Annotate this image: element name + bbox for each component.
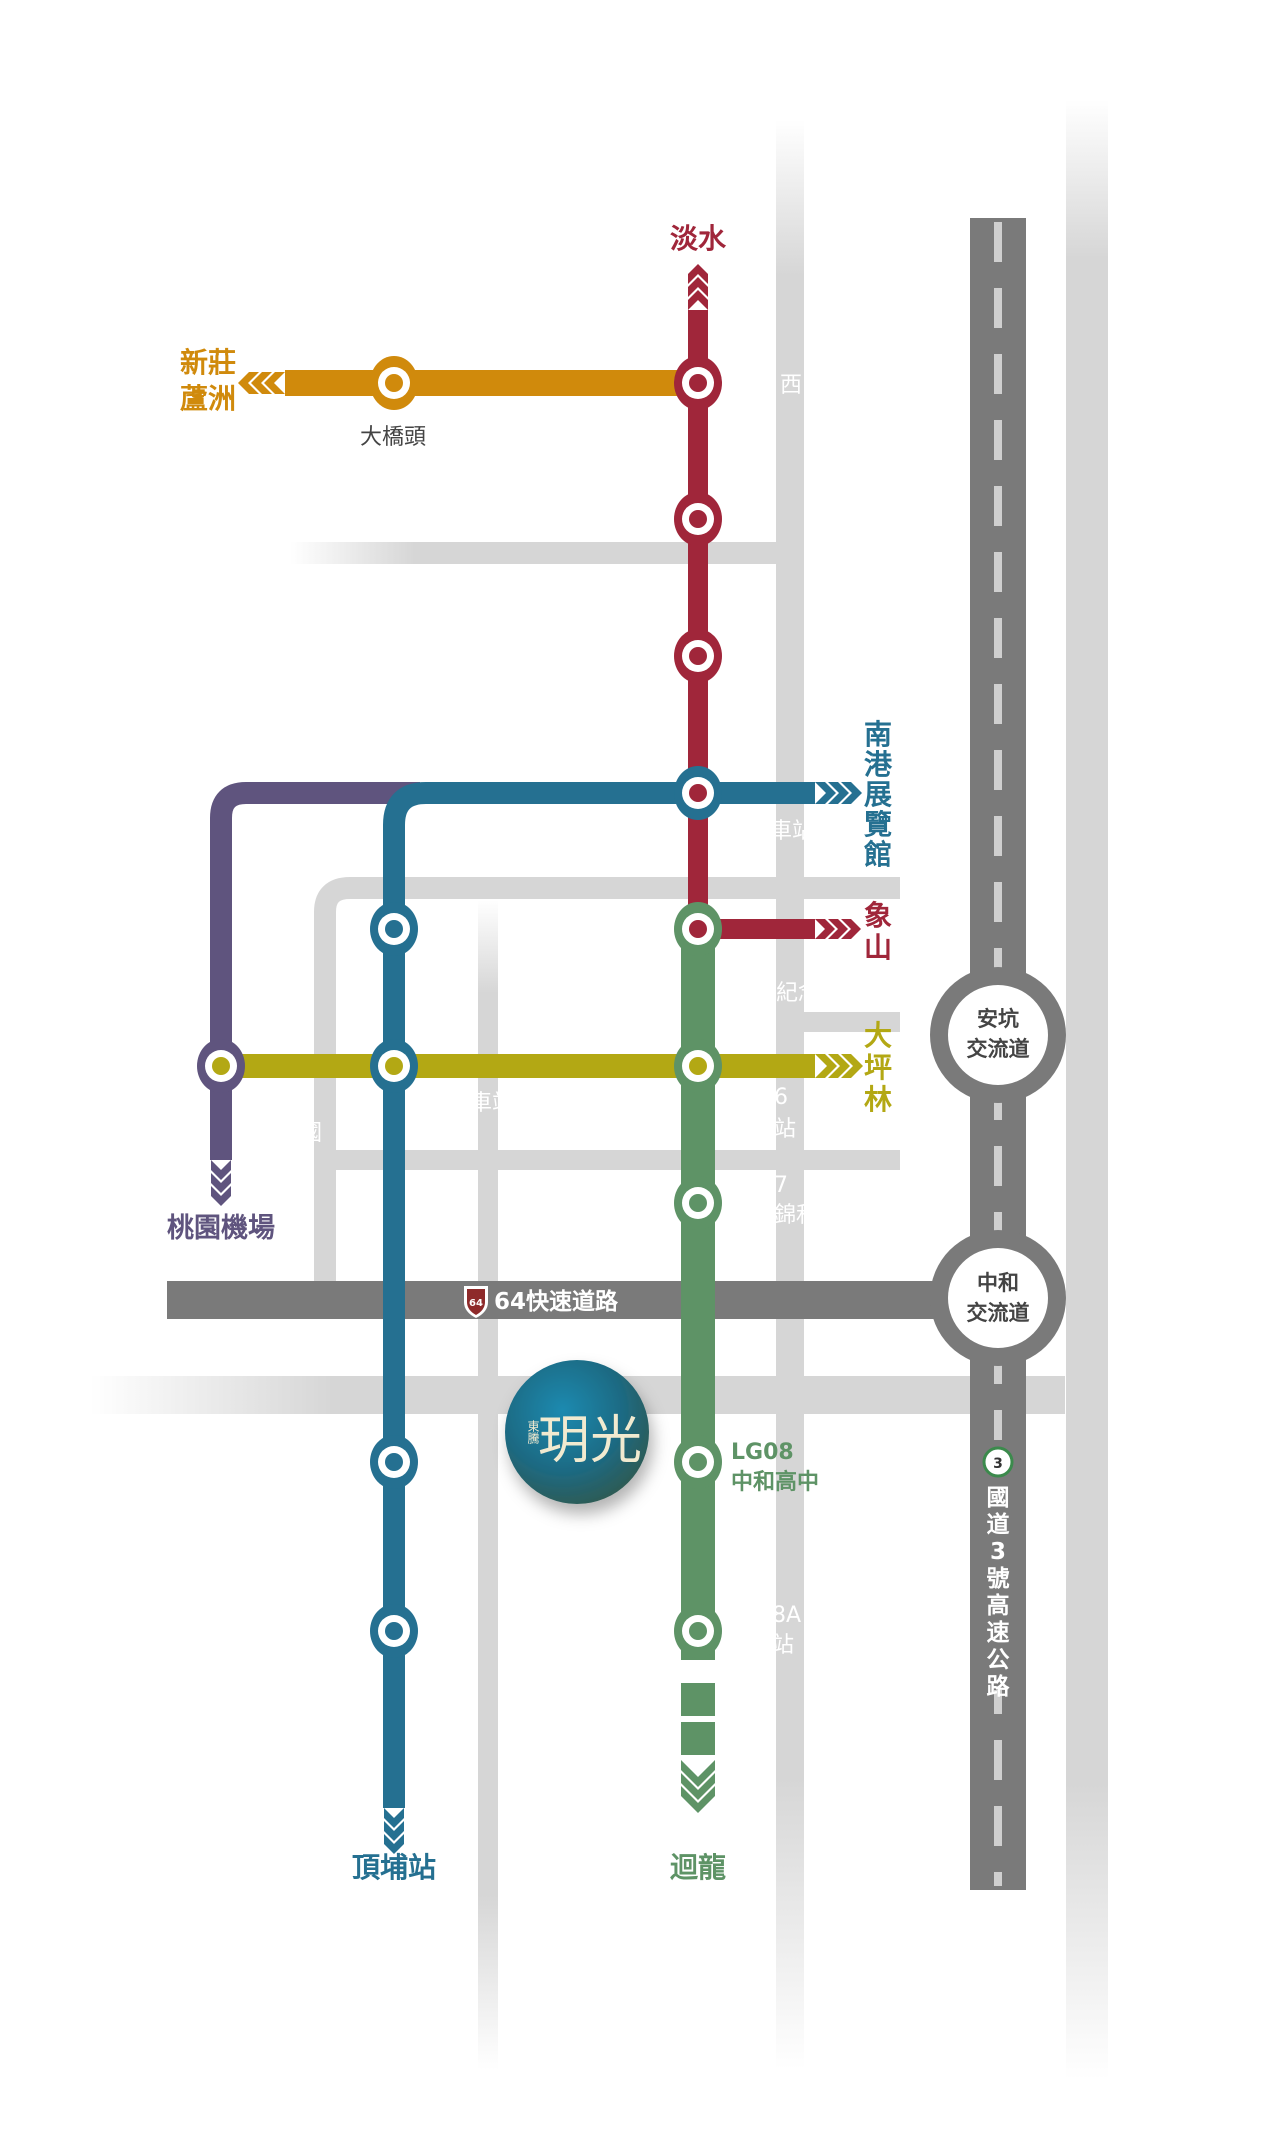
ghost-label: 車站 xyxy=(770,819,814,844)
expressway-64-shield-icon: 64 xyxy=(464,1286,488,1318)
station-marker[interactable] xyxy=(674,1435,722,1489)
ghost-label: 8A xyxy=(772,1603,801,1628)
station-marker[interactable] xyxy=(674,492,722,546)
station-marker[interactable] xyxy=(370,356,418,410)
mrt-lines xyxy=(197,264,863,1854)
ghost-label: 7 xyxy=(774,1173,788,1198)
station-marker[interactable] xyxy=(370,1604,418,1658)
terminal-nangang: 館 xyxy=(864,838,892,871)
direction-arrow-icon xyxy=(815,1054,863,1078)
logo-main-text: 玥光 xyxy=(538,1411,642,1471)
terminal-xinzhuang: 新莊 xyxy=(180,346,236,379)
direction-arrow-icon xyxy=(688,264,708,310)
logo-small-text: 東騰 xyxy=(526,1420,540,1445)
svg-text:安坑: 安坑 xyxy=(977,1007,1019,1031)
interchange-zhonghe: 中和 交流道 xyxy=(930,1230,1066,1366)
direction-arrow-icon xyxy=(238,372,285,394)
road xyxy=(478,900,498,2070)
freeway-3-label-char: 速 xyxy=(987,1619,1010,1646)
freeway-3-label-char: 國 xyxy=(987,1485,1010,1511)
road xyxy=(776,120,804,2070)
terminal-dapinglin: 坪 xyxy=(864,1051,892,1084)
ghost-label: 站 xyxy=(772,1633,794,1658)
terminal-xiangshan: 象 xyxy=(864,899,892,932)
freeway-3-label-char: 號 xyxy=(987,1566,1010,1592)
terminal-nangang: 覽 xyxy=(864,808,892,841)
terminal-dapinglin: 大 xyxy=(864,1019,892,1052)
freeway-3-label-char: 道 xyxy=(987,1511,1010,1538)
direction-arrow-icon xyxy=(815,919,861,939)
expressway-64-road xyxy=(167,1281,967,1319)
terminal-nangang: 展 xyxy=(864,778,892,811)
road xyxy=(1066,100,1108,2080)
project-logo: 東騰 玥光 xyxy=(505,1360,649,1504)
svg-text:交流道: 交流道 xyxy=(967,1037,1030,1061)
expressway-64-label: 64快速道路 xyxy=(494,1288,619,1315)
svg-text:中和: 中和 xyxy=(977,1271,1019,1295)
road xyxy=(314,877,900,1290)
station-marker[interactable] xyxy=(674,1604,722,1658)
terminal-dingpu: 頂埔站 xyxy=(352,1851,436,1884)
ghost-label: 國 xyxy=(300,1121,322,1146)
terminal-xiangshan: 山 xyxy=(864,931,892,964)
freeway-3-label-char: 3 xyxy=(990,1539,1006,1565)
direction-arrow-icon xyxy=(384,1808,404,1854)
freeway-3-shield-icon: 3 xyxy=(982,1446,1014,1478)
svg-text:交流道: 交流道 xyxy=(967,1301,1030,1325)
ghost-label: 車站 xyxy=(470,1091,514,1116)
terminal-nangang: 南 xyxy=(864,718,892,751)
line-airport xyxy=(210,782,420,1160)
ghost-label: 西 xyxy=(780,373,802,398)
ghost-label: 紀念 xyxy=(776,981,820,1006)
terminal-huilong: 迴龍 xyxy=(670,1851,726,1884)
freeway-3-label-char: 高 xyxy=(987,1592,1010,1619)
station-marker[interactable] xyxy=(674,629,722,683)
ghost-label: 6 xyxy=(774,1085,788,1110)
station-marker[interactable] xyxy=(370,902,418,956)
terminal-airport: 桃園機場 xyxy=(167,1213,275,1244)
direction-arrow-icon xyxy=(815,782,862,804)
station-daqiaotou-label: 大橋頭 xyxy=(360,425,426,450)
station-marker[interactable] xyxy=(674,1039,722,1093)
terminal-tamsui: 淡水 xyxy=(670,222,727,255)
station-marker[interactable] xyxy=(674,356,722,410)
expressway-64: 64 64快速道路 xyxy=(167,1281,967,1319)
freeway-3-label-char: 路 xyxy=(987,1673,1011,1700)
terminal-luzhou: 蘆洲 xyxy=(180,382,236,415)
direction-arrow-icon xyxy=(681,1760,715,1813)
terminal-nangang: 港 xyxy=(864,748,893,781)
line-blue xyxy=(383,782,815,1808)
ghost-label: 站 xyxy=(774,1117,796,1142)
ghost-label: 錦和 xyxy=(774,1203,818,1228)
svg-text:64: 64 xyxy=(469,1298,483,1309)
station-labels: 大橋頭 LG08 中和高中 xyxy=(360,425,819,1495)
road xyxy=(290,542,790,564)
ghost-station-labels: 西 車站 紀念 6 站 7 錦和 8A 站 國 車站 xyxy=(300,373,820,1658)
station-marker[interactable] xyxy=(674,766,722,820)
station-marker[interactable] xyxy=(370,1435,418,1489)
station-marker[interactable] xyxy=(197,1039,245,1093)
station-marker[interactable] xyxy=(674,1176,722,1230)
svg-text:3: 3 xyxy=(993,1456,1003,1472)
road xyxy=(325,1150,900,1170)
background-roads xyxy=(90,100,1108,2080)
freeway-3-label-char: 公 xyxy=(987,1647,1010,1673)
direction-arrow-icon xyxy=(211,1160,231,1206)
station-marker[interactable] xyxy=(370,1039,418,1093)
station-lg08-code: LG08 xyxy=(731,1440,794,1465)
interchange-ankeng: 安坑 交流道 xyxy=(930,967,1066,1103)
road xyxy=(790,1012,900,1032)
terminal-dapinglin: 林 xyxy=(864,1083,892,1116)
station-marker[interactable] xyxy=(674,902,722,956)
station-lg08-name: 中和高中 xyxy=(731,1469,819,1495)
